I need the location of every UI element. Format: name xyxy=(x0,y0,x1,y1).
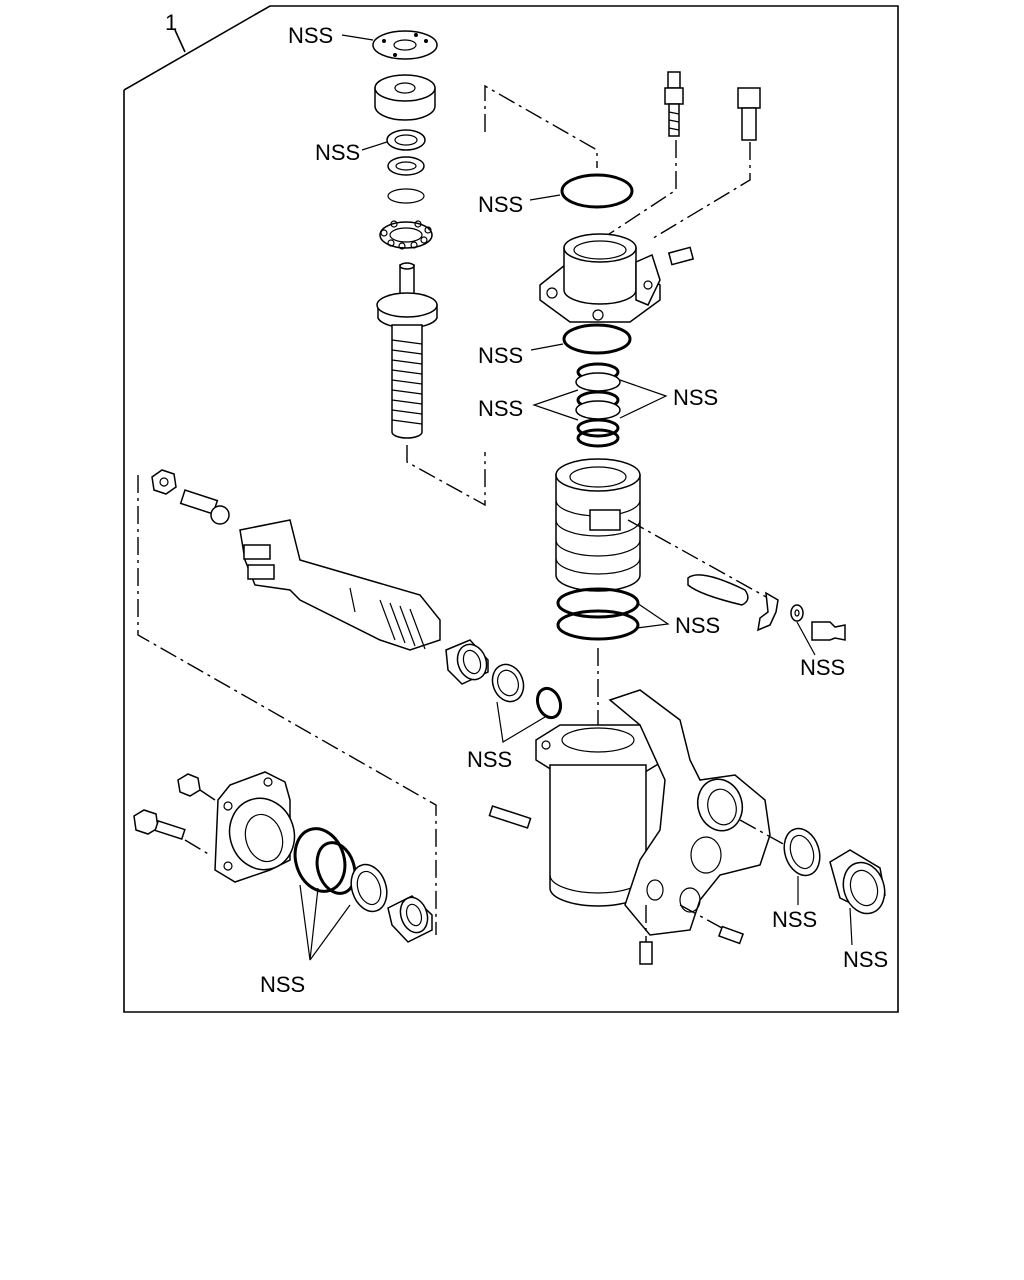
kit-frame xyxy=(123,5,899,1013)
label-valve-oring: NSS xyxy=(478,343,523,368)
label-side-bushing: NSS xyxy=(843,947,888,972)
power-piston xyxy=(555,458,641,592)
kit-number-label: 1 xyxy=(165,10,177,35)
ball-bearing xyxy=(379,220,433,250)
label-washer: NSS xyxy=(800,655,845,680)
cover-bearing xyxy=(387,895,433,943)
seal-rings-stack xyxy=(575,362,621,448)
valve-housing xyxy=(539,233,661,323)
cover-rings xyxy=(293,827,388,913)
side-seal xyxy=(783,827,821,877)
label-cover-rings: NSS xyxy=(260,972,305,997)
label-piston-rings: NSS xyxy=(675,613,720,638)
needle-bearing xyxy=(445,639,489,685)
worm-shaft xyxy=(376,262,438,439)
snap-ring xyxy=(387,188,425,204)
top-cap xyxy=(374,74,436,121)
side-bushing xyxy=(829,849,886,915)
label-top-plate: NSS xyxy=(288,23,333,48)
label-upper-seal: NSS xyxy=(315,140,360,165)
lock-nut xyxy=(151,469,177,495)
set-screw xyxy=(667,246,695,266)
ball-guide xyxy=(687,574,749,606)
clamp-washer xyxy=(790,604,804,622)
bolt-left xyxy=(664,71,684,137)
side-cover xyxy=(214,771,296,883)
valve-oring xyxy=(562,323,632,355)
label-side-seal: NSS xyxy=(772,907,817,932)
guide-clamp xyxy=(757,591,779,632)
plug-screw xyxy=(717,925,745,945)
stud-bolt xyxy=(488,805,532,829)
piston-rings xyxy=(556,587,640,641)
clamp-screw xyxy=(811,621,846,641)
gear-housing xyxy=(535,689,771,936)
upper-seal xyxy=(386,129,426,176)
label-input-seals: NSS xyxy=(467,747,512,772)
bleeder-screw xyxy=(639,941,653,965)
sector-shaft xyxy=(239,519,441,651)
cover-nut xyxy=(177,773,201,797)
bolt-right xyxy=(737,87,761,141)
adjust-screw xyxy=(179,489,230,525)
top-plate xyxy=(372,30,438,60)
label-top-oring: NSS xyxy=(478,192,523,217)
input-seals xyxy=(491,663,563,720)
label-rings-right: NSS xyxy=(673,385,718,410)
top-oring xyxy=(560,173,634,209)
cover-bolt xyxy=(133,809,186,841)
label-rings-left: NSS xyxy=(478,396,523,421)
